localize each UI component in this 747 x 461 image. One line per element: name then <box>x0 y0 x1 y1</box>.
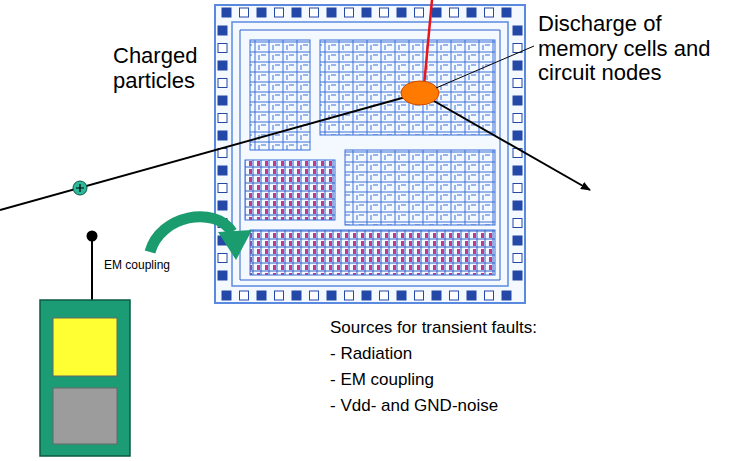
discharge-label: Discharge of memory cells and circuit no… <box>538 12 743 86</box>
particle-label: Charged particles <box>113 44 213 93</box>
list-heading: Sources for transient faults: <box>330 318 630 337</box>
leader-line <box>436 46 534 88</box>
chip-die <box>215 5 525 303</box>
charged-particle <box>73 181 87 195</box>
device-panel <box>53 318 117 376</box>
antenna <box>91 236 93 300</box>
antenna-tip <box>87 231 98 242</box>
impact-spot <box>401 81 439 105</box>
device-panel <box>53 388 117 444</box>
coupling-arrowhead <box>218 230 252 260</box>
radiation-ray <box>424 0 432 86</box>
plus-sign <box>76 184 84 192</box>
coupling-label: EM coupling <box>104 259 214 272</box>
emitter-device <box>40 300 130 456</box>
list-item: - Radiation <box>330 344 630 363</box>
particle-track <box>0 93 420 210</box>
list-item: - Vdd- and GND-noise <box>330 396 630 415</box>
particle-track <box>420 93 590 190</box>
list-item: - EM coupling <box>330 370 630 389</box>
